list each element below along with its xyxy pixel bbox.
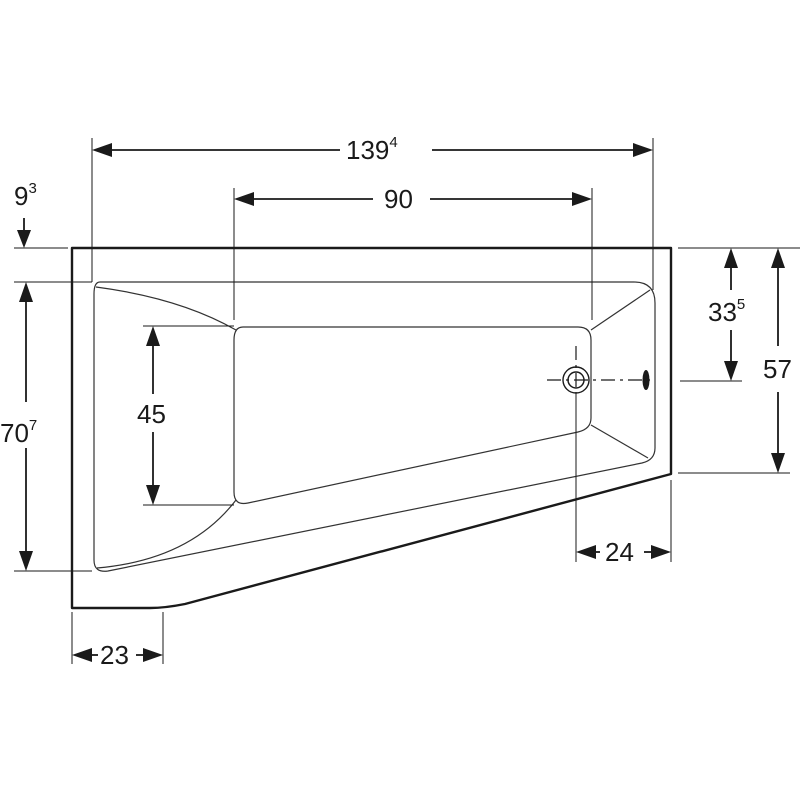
backrest-curve-top <box>95 286 237 331</box>
arrow-rim-offset <box>17 230 31 248</box>
arrow-short-side-bottom <box>771 453 785 473</box>
arrow-long-side-bottom <box>19 551 33 571</box>
arrow-drain-height-bottom <box>724 361 738 381</box>
backrest-curve-bottom <box>96 499 237 569</box>
arrow-inner-length-right <box>572 192 592 206</box>
tub-floor <box>233 326 592 505</box>
arrow-short-side-top <box>771 248 785 268</box>
arrow-inner-width-bottom <box>146 485 160 505</box>
label-rim-offset: 93 <box>14 180 37 211</box>
label-corner-offset: 23 <box>100 640 129 670</box>
arrow-inner-length-left <box>234 192 254 206</box>
foot-slope-top <box>590 289 651 331</box>
arrow-overall-length-left <box>92 143 112 157</box>
arrow-corner-offset-left <box>72 648 92 662</box>
arrow-inner-width-top <box>146 326 160 346</box>
label-inner-length: 90 <box>384 184 413 214</box>
label-overall-length: 1394 <box>346 134 398 165</box>
foot-slope-bottom <box>590 424 649 459</box>
overflow-slot <box>642 370 650 390</box>
tub-outer-outline <box>70 246 673 610</box>
arrow-drain-to-edge-right <box>651 545 671 559</box>
arrow-corner-offset-right <box>143 648 163 662</box>
label-inner-width: 45 <box>137 399 166 429</box>
arrow-overall-length-right <box>633 143 653 157</box>
label-long-side-width: 707 <box>0 417 37 448</box>
label-drain-to-edge: 24 <box>605 537 634 567</box>
arrow-drain-height-top <box>724 248 738 268</box>
label-drain-height: 335 <box>708 296 745 327</box>
arrow-long-side-top <box>19 282 33 302</box>
tub-inner-rim <box>93 281 656 572</box>
label-short-side-width: 57 <box>763 354 792 384</box>
arrow-drain-to-edge-left <box>576 545 596 559</box>
